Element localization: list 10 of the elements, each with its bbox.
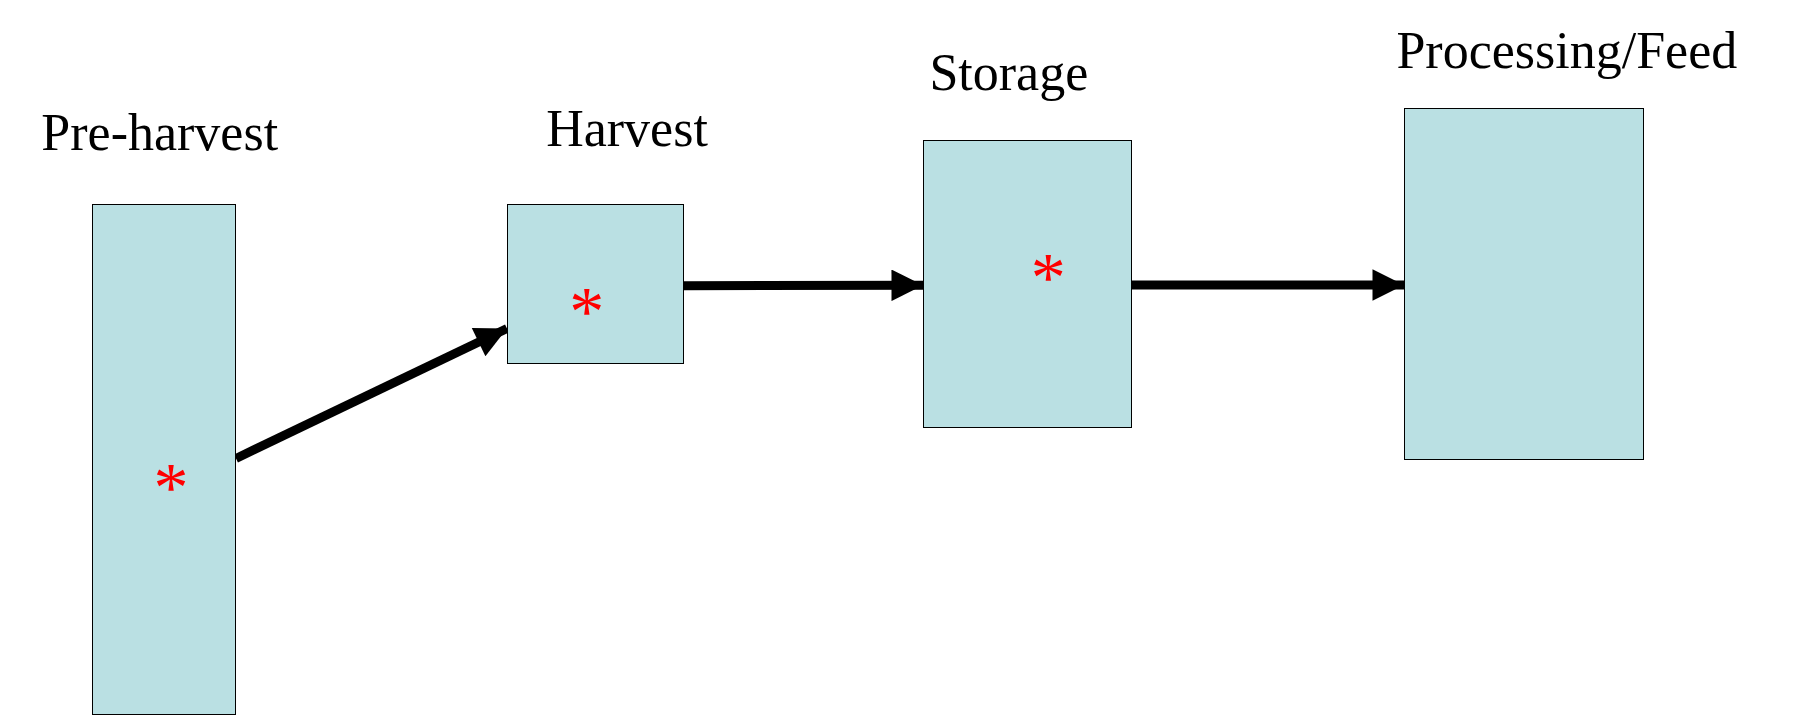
stage-title: Pre-harvest [41,103,279,161]
asterisk-mark: * [569,284,605,340]
stage-title: Processing/Feed [1396,21,1738,79]
arrow [1132,269,1404,301]
stage-title: Storage [929,43,1089,101]
asterisk-mark: * [1030,249,1066,306]
arrow [234,324,509,463]
asterisk-mark: * [153,459,189,516]
stage-title: Harvest [546,99,708,157]
arrow [684,269,923,302]
